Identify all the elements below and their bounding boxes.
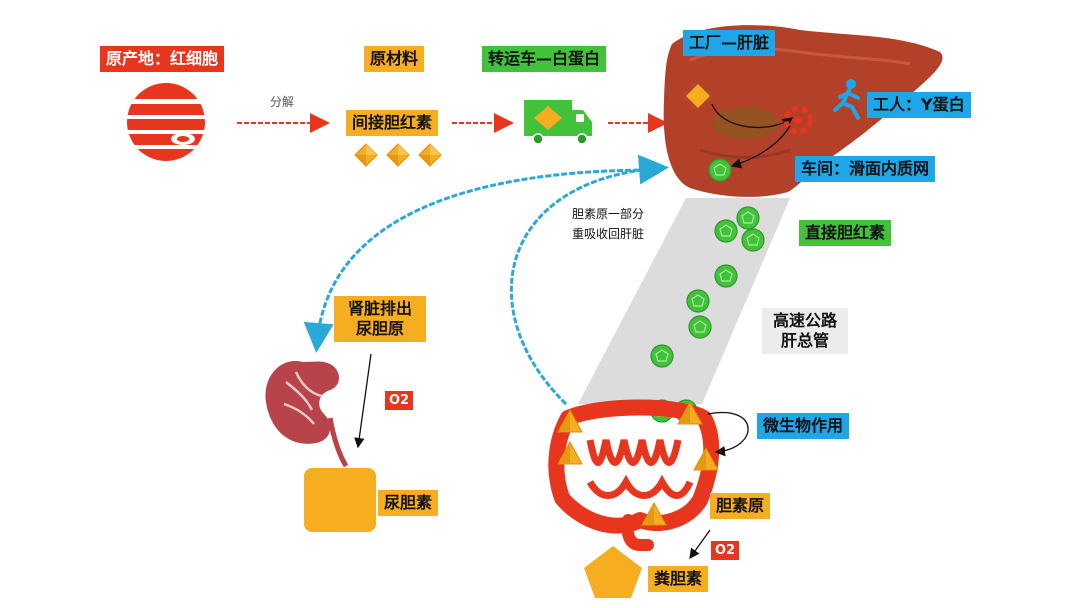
kidney-label-line1: 肾脏排出 — [347, 299, 412, 318]
raw-material-label: 原材料 — [364, 46, 425, 72]
arrow-to-kidney — [303, 168, 656, 353]
o2-badge-kidney: O2 — [385, 391, 414, 410]
kidney-label: 肾脏排出 尿胆原 — [334, 296, 426, 342]
stercobilin-label: 粪胆素 — [648, 566, 709, 592]
kidney-label-line2: 尿胆原 — [355, 319, 404, 338]
urobilin-shape — [304, 468, 376, 532]
microbe-label: 微生物作用 — [757, 413, 850, 439]
arrow-reabsorb-to-liver — [509, 154, 669, 406]
o2-badge-gut: O2 — [711, 541, 740, 560]
arrow-microbe — [707, 411, 749, 457]
reabsorb-label-line2: 重吸收回肝脏 — [572, 227, 645, 241]
bilirubin-crystal-icon — [354, 143, 442, 167]
albumin-truck-icon — [524, 100, 592, 145]
urobilinogen-label: 胆素原 — [710, 493, 771, 519]
transport-label: 转运车—白蛋白 — [482, 46, 607, 72]
worker-running-icon — [833, 79, 860, 120]
factory-label: 工厂—肝脏 — [683, 30, 776, 56]
arrow-urobilinogen-down — [689, 529, 711, 560]
workshop-label: 车间：滑面内质网 — [795, 156, 936, 182]
source-label: 原产地：红细胞 — [100, 46, 225, 72]
indirect-bilirubin-label: 间接胆红素 — [346, 110, 439, 136]
decompose-label: 分解 — [270, 95, 295, 109]
highway-label-line2: 肝总管 — [780, 331, 829, 350]
intestine-icon — [548, 399, 720, 551]
kidney-icon — [265, 361, 349, 468]
highway-bile-duct — [578, 198, 790, 404]
urobilin-label: 尿胆素 — [378, 490, 439, 516]
reabsorb-label-line1: 胆素原一部分 — [572, 207, 645, 221]
highway-label: 高速公路 肝总管 — [762, 308, 848, 354]
worker-label: 工人：Y蛋白 — [867, 92, 971, 118]
highway-label-line1: 高速公路 — [772, 311, 837, 330]
direct-bilirubin-label: 直接胆红素 — [799, 220, 892, 246]
red-blood-cell-icon — [120, 83, 212, 161]
stercobilin-shape — [584, 546, 642, 598]
arrow-kidney-down — [354, 353, 372, 449]
